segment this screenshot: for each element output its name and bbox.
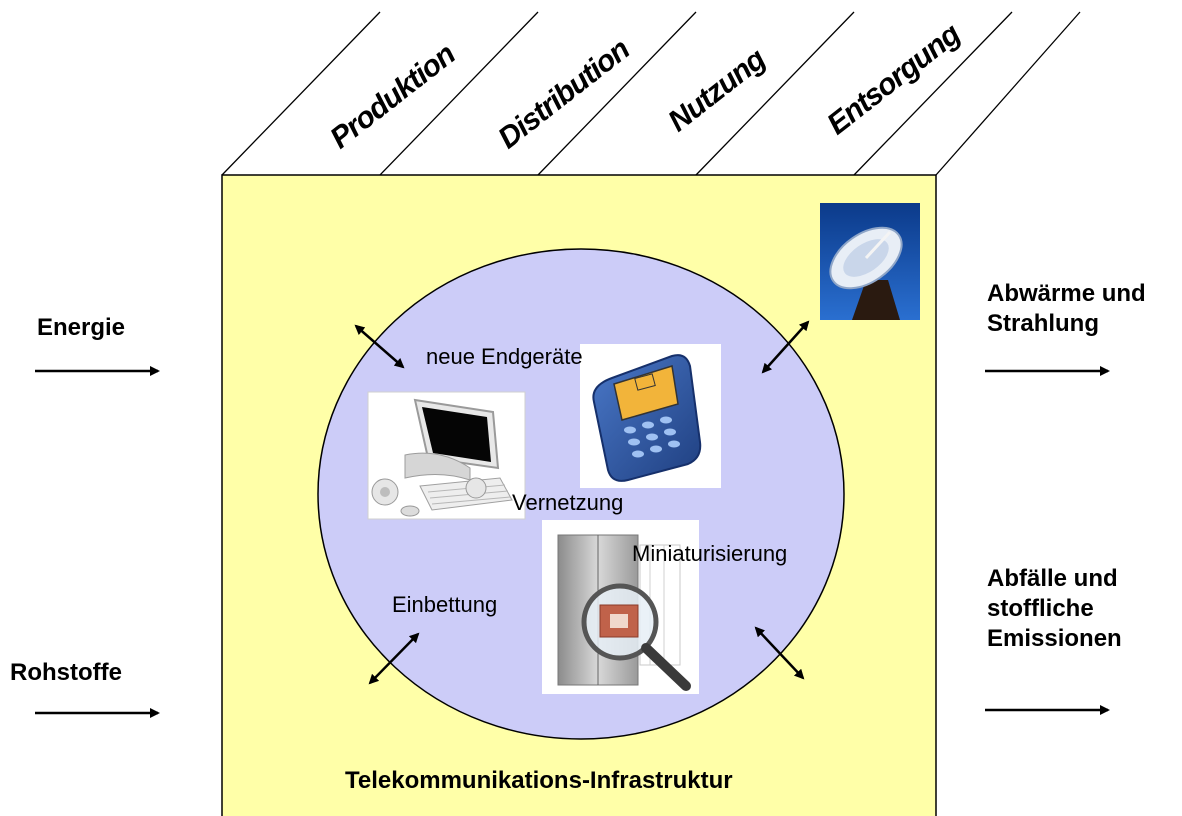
circle-label-vernetzung: Vernetzung bbox=[512, 490, 624, 515]
double-arrow-top-right bbox=[761, 320, 810, 374]
double-arrow-top-left bbox=[354, 324, 405, 369]
output-label-abwaerme-line2: Strahlung bbox=[987, 310, 1099, 337]
circle-label-endgeraete: neue Endgeräte bbox=[426, 344, 583, 369]
output-label-abfaelle-line3: Emissionen bbox=[987, 625, 1122, 652]
satellite-dish-image bbox=[820, 203, 920, 320]
box-title: Telekommunikations-Infrastruktur bbox=[345, 767, 733, 794]
input-label-rohstoffe: Rohstoffe bbox=[10, 659, 122, 686]
output-label-abfaelle-line2: stoffliche bbox=[987, 595, 1094, 622]
mobile-phone-image bbox=[580, 344, 721, 488]
output-label-abfaelle-line1: Abfälle und bbox=[987, 565, 1118, 592]
output-label-abwaerme-line1: Abwärme und bbox=[987, 280, 1146, 307]
output-label-abfaelle: Abfälle und stoffliche Emissionen bbox=[987, 564, 1122, 654]
refrigerator-magnifier-image bbox=[542, 520, 699, 694]
circle-label-miniaturisierung: Miniaturisierung bbox=[632, 541, 788, 566]
output-label-abwaerme: Abwärme und Strahlung bbox=[987, 279, 1146, 339]
phase-separators bbox=[221, 11, 1081, 176]
double-arrow-bottom-right bbox=[754, 626, 805, 680]
double-arrow-bottom-left bbox=[368, 632, 420, 685]
input-label-energie: Energie bbox=[37, 314, 126, 341]
circle-label-einbettung: Einbettung bbox=[392, 592, 498, 617]
computer-image bbox=[367, 391, 526, 520]
